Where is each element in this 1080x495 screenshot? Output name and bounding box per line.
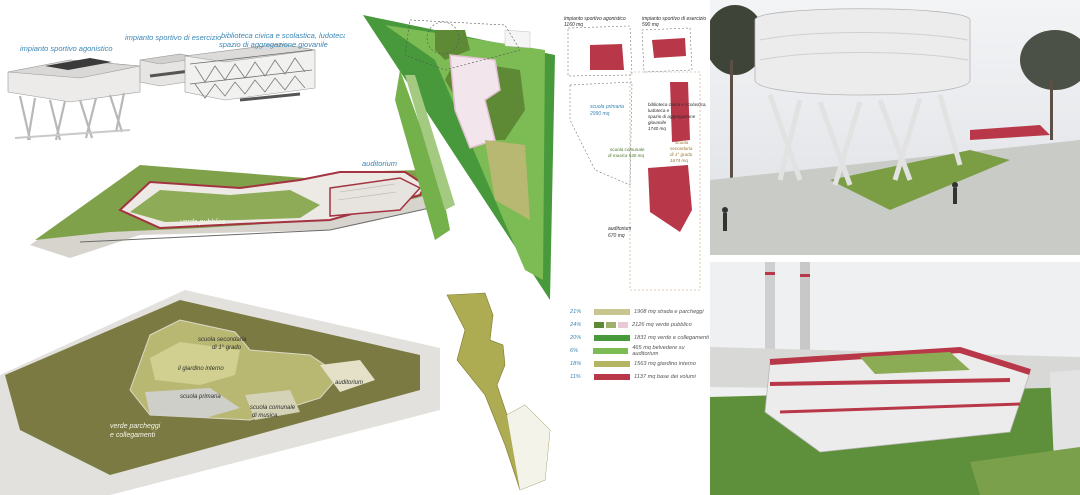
- legend-text: 2126 mq verde pubblico: [632, 322, 692, 328]
- fn-music-line2: di musica 540 mq: [608, 153, 645, 158]
- fn-library-area: 1740 mq: [648, 126, 666, 131]
- label-sport-agonistic: impianto sportivo agonistico: [20, 44, 113, 53]
- legend-text: 1563 mq giardino interno: [634, 361, 696, 367]
- label-music-school-2: di musica: [252, 413, 278, 419]
- block-library: [670, 82, 690, 142]
- fn-secondary-line1: scuola: [675, 140, 689, 145]
- legend-swatch: [593, 348, 629, 354]
- functions-diagram-panel: impianto sportivo agonistico 1160 mq imp…: [560, 0, 710, 300]
- sport-hall-model: [7, 58, 141, 141]
- legend-row: 20% 1831 mq verde e collegamenti: [570, 334, 709, 342]
- fn-training-area: 590 mq: [642, 22, 659, 28]
- legend-percent: 6%: [570, 348, 579, 354]
- fn-training-name: impianto sportivo di esercizio: [642, 16, 707, 22]
- legend-row: 18% 1563 mq giardino interno: [570, 360, 696, 368]
- fn-library-line4: giovanile: [648, 120, 667, 125]
- label-auditorium-bottom: auditorium: [335, 380, 364, 386]
- axon-green-roof-panel: auditorium verde pubblico: [0, 150, 440, 265]
- fn-secondary-area: 1674 mq: [670, 158, 688, 163]
- legend-panel: 21% 1908 mq strada e parcheggi 24% 2126 mq …: [570, 308, 710, 408]
- fn-secondary-line2: secondaria: [670, 146, 693, 151]
- legend-text: 1831 mq verde e collegamenti: [634, 335, 709, 341]
- label-green-parking-1: verde parcheggi: [110, 423, 161, 430]
- fn-primary-name: scuola primaria: [590, 104, 624, 110]
- garden-plan-panel: [435, 285, 560, 495]
- block-auditorium: [648, 165, 692, 232]
- legend-swatch: [594, 374, 630, 380]
- label-music-school-1: scuola comunale: [250, 405, 296, 411]
- fn-auditorium-name: auditorium: [608, 226, 632, 232]
- label-green-parking-2: e collegamenti: [110, 432, 156, 439]
- fn-music-line1: scuola comunale: [610, 147, 645, 152]
- block-agonistic: [590, 44, 624, 70]
- chimneys: [765, 262, 810, 352]
- green-ramp: [830, 150, 1010, 210]
- fn-agonistic-area: 1160 mq: [564, 22, 584, 28]
- label-public-green: verde pubblico: [180, 219, 226, 226]
- label-primary-school: scuola primaria: [180, 394, 221, 400]
- axon-buildings-panel: impianto sportivo agonistico impianto sp…: [0, 0, 345, 150]
- legend-text: 1908 mq strada e parcheggi: [634, 309, 704, 315]
- legend-percent: 11%: [570, 374, 581, 380]
- legend-swatch: [594, 322, 604, 328]
- legend-text: 465 mq belvedere su auditorium: [632, 345, 685, 357]
- label-library-1: biblioteca civica e scolastica, ludoteca: [221, 31, 345, 40]
- legend-percent: 20%: [570, 335, 582, 341]
- block-training: [652, 38, 686, 58]
- legend-percent: 18%: [570, 361, 582, 367]
- pine-trees: [710, 5, 1080, 180]
- legend-percent: 24%: [570, 322, 582, 328]
- render-drum-panel: [710, 0, 1080, 255]
- drum-volume: [754, 8, 971, 96]
- legend-swatch: [606, 322, 616, 328]
- label-library-2: spazio di aggregazione giovanile: [219, 40, 328, 49]
- legend-swatch: [594, 309, 630, 315]
- site-plan-panel: [355, 0, 560, 300]
- legend-swatch: [618, 322, 628, 328]
- fn-primary-area: 2990 mq: [590, 111, 610, 117]
- axon-garden-panel: scuola secondaria di 1° grado il giardin…: [0, 280, 440, 495]
- legend-row: 24% 2126 mq verde pubblico: [570, 321, 692, 329]
- render-band-panel: [710, 262, 1080, 495]
- library-model: [184, 43, 316, 102]
- legend-swatch: [594, 361, 630, 367]
- label-secondary-1: scuola secondaria: [198, 337, 247, 343]
- legend-swatch: [594, 335, 630, 341]
- label-sport-training: impianto sportivo di esercizio: [125, 33, 222, 42]
- legend-text: 1137 mq base dei volumi: [634, 374, 696, 380]
- label-secondary-2: di 1° grado: [212, 345, 242, 351]
- fn-library-line3: spazio di aggregazione: [648, 114, 696, 119]
- fn-agonistic-name: impianto sportivo agonistico: [564, 16, 626, 22]
- legend-row: 11% 1137 mq base dei volumi: [570, 373, 696, 381]
- legend-row: 6% 465 mq belvedere su auditorium: [570, 345, 710, 357]
- fn-library-line1: biblioteca civica e scolastica,: [648, 102, 707, 107]
- legend-percent: 21%: [570, 309, 582, 315]
- label-inner-garden: il giardino interno: [178, 366, 224, 372]
- fn-auditorium-area: 670 mq: [608, 233, 625, 239]
- label-auditorium-mid: auditorium: [362, 159, 398, 168]
- legend-row: 21% 1908 mq strada e parcheggi: [570, 308, 704, 316]
- fn-secondary-line3: di 1° grado: [670, 152, 693, 157]
- fn-library-line2: ludoteca e: [648, 108, 670, 113]
